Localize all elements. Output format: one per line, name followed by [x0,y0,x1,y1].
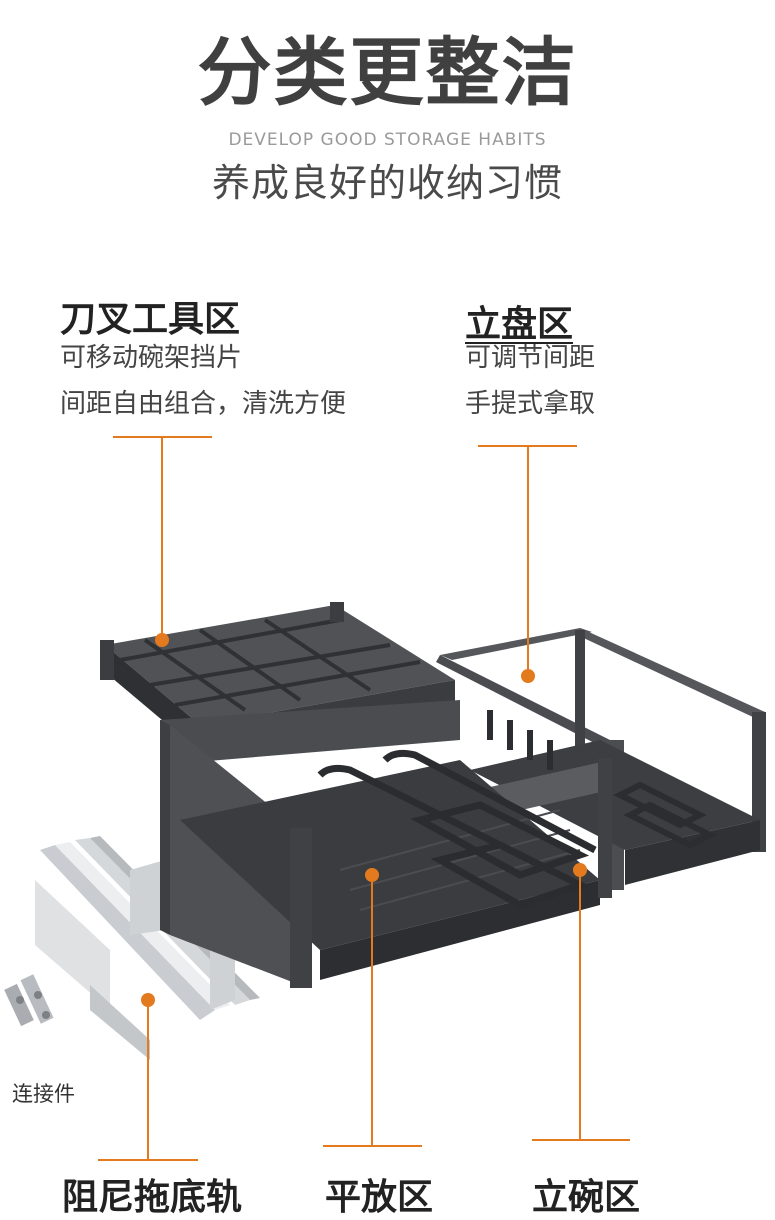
zone-desc-line: 可移动碗架挡片 [60,343,243,373]
subtitle-chinese: 养成良好的收纳习惯 [211,161,563,205]
zone-title-knife-fork: 刀叉工具区 [60,299,241,340]
leader-lines [98,436,630,1161]
zone-desc-line: 间距自由组合，清洗方便 [60,389,347,419]
zone-desc-line: 手提式拿取 [465,389,596,419]
zone-title-flat: 平放区 [325,1177,434,1218]
zone-title-rail: 阻尼拖底轨 [62,1177,243,1218]
connector-parts-image [4,974,54,1027]
zone-desc-knife-fork: 可移动碗架挡片 间距自由组合，清洗方便 [60,335,346,427]
subtitle-english: DEVELOP GOOD STORAGE HABITS [228,130,547,150]
right-frame [436,628,766,890]
zone-desc-plate: 可调节间距 手提式拿取 [465,335,595,427]
page-title: 分类更整洁 [197,30,578,116]
zone-desc-line: 可调节间距 [465,343,596,373]
left-frame [100,602,612,988]
connector-label: 连接件 [12,1082,75,1106]
zone-title-plate: 立盘区 [465,304,574,345]
zone-title-bowl: 立碗区 [532,1177,641,1218]
